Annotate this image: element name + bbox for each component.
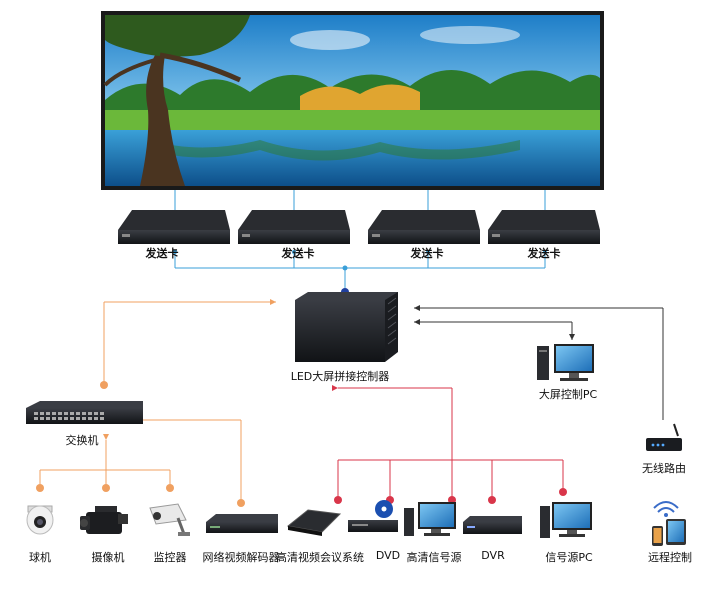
video-decoder [206,514,278,533]
remote-control-label: 远程控制 [648,551,692,564]
video-camera-label: 摄像机 [91,551,125,564]
signal-source-pc [540,502,592,538]
monitor-camera-label: 监控器 [153,551,187,564]
signal-pc-label: 信号源PC [545,551,593,564]
hd-source-label: 高清信号源 [406,551,462,564]
led-controller [295,292,398,362]
sender-card-2 [238,210,350,244]
sender-card-1 [118,210,230,244]
conference-label: 高清视频会议系统 [276,551,364,564]
screen-to-card-lines [174,190,546,290]
control-pc [537,344,594,381]
sender-card-label-2: 发送卡 [281,247,315,260]
dvr-label: DVR [481,549,505,562]
dome-camera [26,505,54,535]
controller-label: LED大屏拼接控制器 [290,370,390,383]
sender-card-3 [368,210,480,244]
led-video-wall [101,11,604,190]
dvr-device [463,516,522,534]
wifi-router-label: 无线路由 [642,462,686,475]
dvd-player [348,500,398,532]
sender-card-label-3: 发送卡 [410,247,444,260]
sender-card-4 [488,210,600,244]
hd-source-pc [404,502,456,536]
sender-card-label-1: 发送卡 [145,247,179,260]
wifi-router [646,423,682,451]
network-switch [26,401,143,424]
control-pc-label: 大屏控制PC [538,388,598,401]
surveillance-camera [149,503,190,536]
video-camera [80,506,128,534]
dvd-label: DVD [375,549,401,562]
red-links [332,385,564,498]
dome-camera-label: 球机 [29,551,51,564]
switch-label: 交换机 [65,434,99,447]
remote-devices [652,501,686,546]
sender-card-label-4: 发送卡 [527,247,561,260]
decoder-label: 网络视频解码器 [202,551,280,564]
control-links [414,305,664,420]
conference-system [286,509,342,536]
orange-links [39,299,276,500]
